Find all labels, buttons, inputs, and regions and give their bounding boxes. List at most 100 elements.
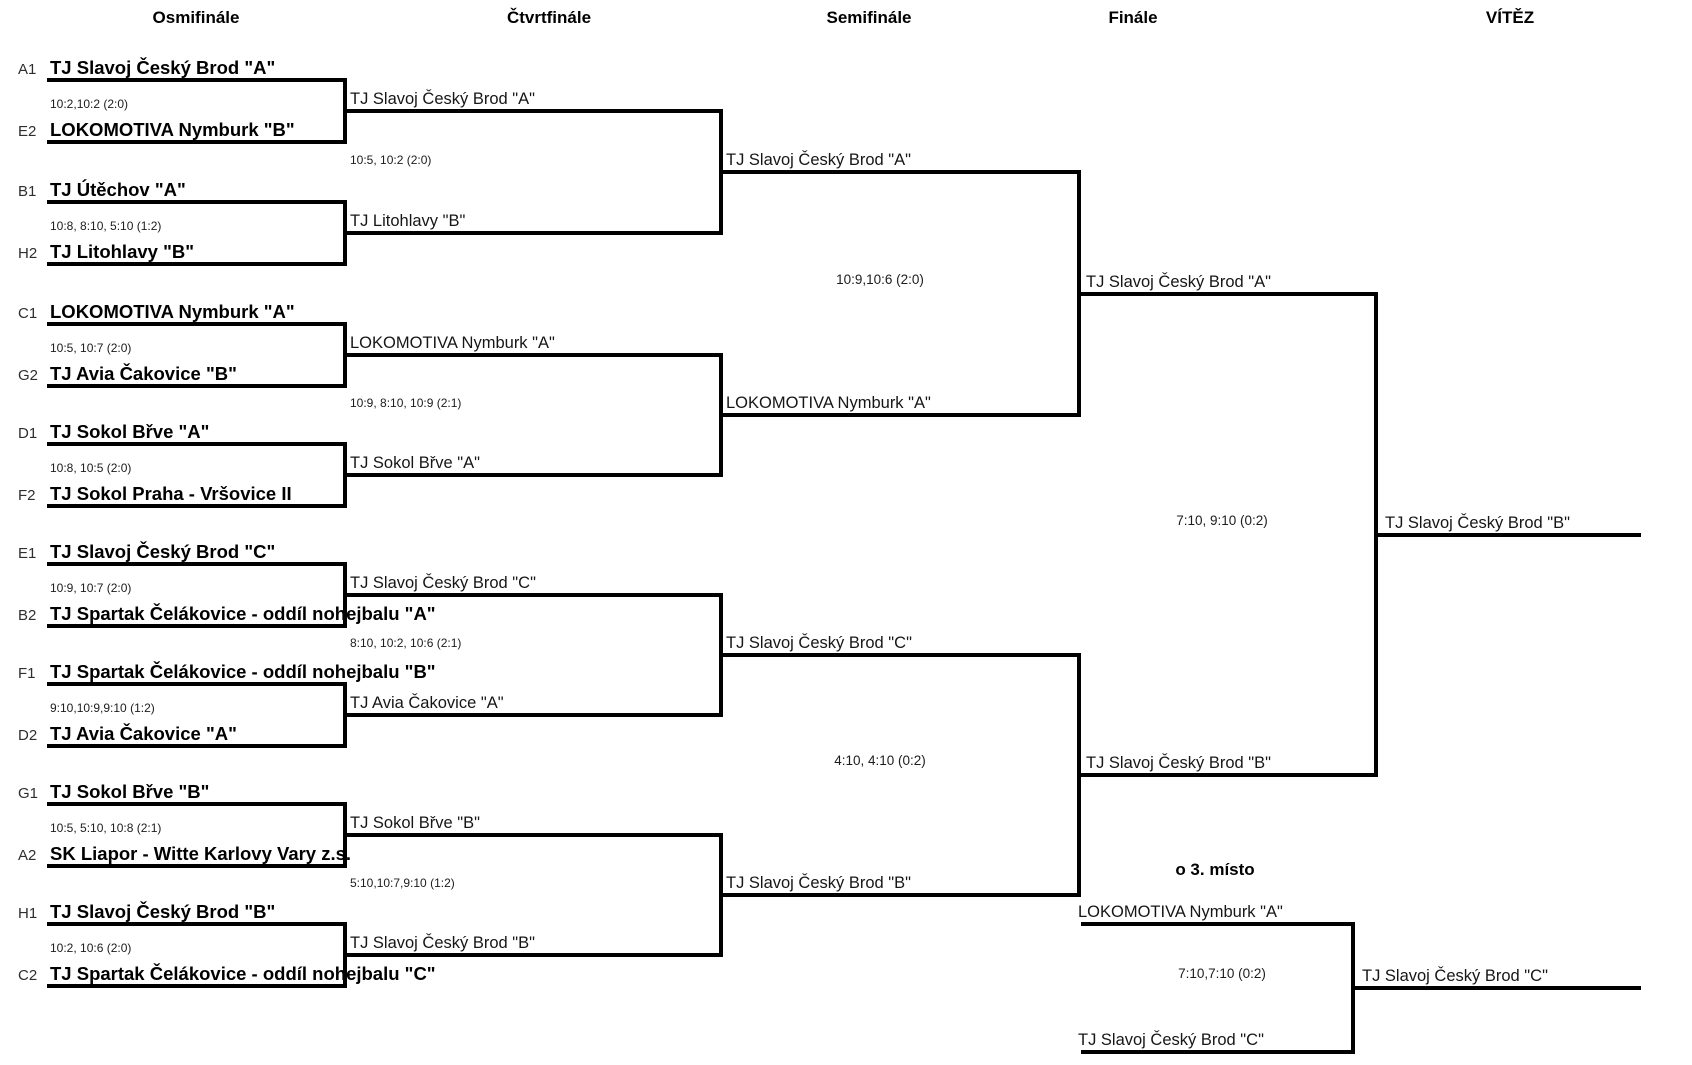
third-place-title: o 3. místo	[1175, 860, 1255, 879]
qf-match-2-team2: TJ Avia Čakovice "A"	[350, 694, 504, 713]
r16-match-0-connector-line	[343, 78, 347, 144]
r16-match-1-seed1: B1	[18, 182, 37, 200]
finale-team2: TJ Slavoj Český Brod "B"	[1086, 754, 1272, 773]
final-score: 7:10, 9:10 (0:2)	[1176, 513, 1268, 529]
r16-match-6-team2-line	[47, 864, 347, 868]
round-header-ctvrtfinale: Čtvrtfinále	[506, 8, 592, 27]
third-place-winner: TJ Slavoj Český Brod "C"	[1362, 967, 1548, 986]
r16-match-7-team1: TJ Slavoj Český Brod "B"	[50, 900, 276, 922]
round-header-osmifinale: Osmifinále	[152, 8, 240, 27]
r16-match-0-seed2: E2	[18, 122, 37, 140]
r16-match-1-connector-line	[343, 200, 347, 266]
r16-match-7-score: 10:2, 10:6 (2:0)	[50, 941, 132, 955]
third-place-team2-line	[1081, 1050, 1355, 1054]
sf-match-1-connector-line	[1077, 653, 1081, 897]
r16-match-3-team2: TJ Sokol Praha - Vršovice II	[50, 482, 292, 504]
r16-match-7-team2-line	[47, 984, 347, 988]
qf-match-2-connector-line	[719, 593, 723, 717]
r16-match-3-seed2: F2	[18, 486, 36, 504]
r16-match-4-connector-line	[343, 562, 347, 628]
r16-match-5-seed2: D2	[18, 726, 38, 744]
sf-match-0-team2: LOKOMOTIVA Nymburk "A"	[726, 394, 931, 413]
third-place-winner-line	[1355, 986, 1641, 990]
r16-match-7-team1-line	[47, 922, 347, 926]
r16-match-6-team2: SK Liapor - Witte Karlovy Vary z.s.	[50, 842, 352, 864]
r16-match-4-seed1: E1	[18, 544, 37, 562]
qf-match-2-score: 8:10, 10:2, 10:6 (2:1)	[350, 636, 462, 651]
r16-match-4-team2: TJ Spartak Čelákovice - oddíl nohejbalu …	[50, 602, 436, 624]
r16-match-2-team1: LOKOMOTIVA Nymburk "A"	[50, 300, 295, 322]
winner-line	[1378, 533, 1641, 537]
r16-match-1-seed2: H2	[18, 244, 38, 262]
r16-match-0-score: 10:2,10:2 (2:0)	[50, 97, 129, 111]
qf-match-3-team2: TJ Slavoj Český Brod "B"	[350, 934, 536, 953]
sf-match-0-team2-line	[723, 413, 1081, 417]
r16-match-1-team1: TJ Útěchov "A"	[50, 178, 186, 200]
qf-match-3-team1: TJ Sokol Břve "B"	[350, 814, 481, 833]
winner-label: TJ Slavoj Český Brod "B"	[1385, 514, 1571, 533]
final-team1: TJ Slavoj Český Brod "A"	[1086, 273, 1272, 292]
qf-match-1-team1-line	[347, 353, 723, 357]
qf-match-1-team1: LOKOMOTIVA Nymburk "A"	[350, 334, 555, 353]
qf-match-1-team2: TJ Sokol Břve "A"	[350, 454, 481, 473]
r16-match-7-team2: TJ Spartak Čelákovice - oddíl nohejbalu …	[50, 962, 436, 984]
qf-match-1-connector-line	[719, 353, 723, 477]
r16-match-1-score: 10:8, 8:10, 5:10 (1:2)	[50, 219, 162, 233]
round-header-finale: Finále	[1108, 8, 1158, 27]
qf-match-3-team2-line	[347, 953, 723, 957]
qf-match-0-team2: TJ Litohlavy "B"	[350, 212, 466, 231]
sf-match-1-team1-line	[723, 653, 1081, 657]
third-place-score: 7:10,7:10 (0:2)	[1178, 966, 1266, 982]
qf-match-2-team2-line	[347, 713, 723, 717]
third-place-team1-line	[1081, 922, 1355, 926]
r16-match-3-score: 10:8, 10:5 (2:0)	[50, 461, 132, 475]
r16-match-5-team2-line	[47, 744, 347, 748]
r16-match-5-seed1: F1	[18, 664, 36, 682]
sf-match-0-team1-line	[723, 170, 1081, 174]
r16-match-1-team2: TJ Litohlavy "B"	[50, 240, 194, 262]
sf-match-1-team2: TJ Slavoj Český Brod "B"	[726, 874, 912, 893]
qf-match-0-team2-line	[347, 231, 723, 235]
r16-match-5-team1-line	[47, 682, 347, 686]
sf-match-1-team2-line	[723, 893, 1081, 897]
qf-match-0-team1: TJ Slavoj Český Brod "A"	[350, 90, 536, 109]
qf-match-3-team1-line	[347, 833, 723, 837]
third-place-team1: LOKOMOTIVA Nymburk "A"	[1078, 903, 1283, 922]
r16-match-2-seed2: G2	[18, 366, 39, 384]
round-header-semifinale: Semifinále	[826, 8, 912, 27]
r16-match-0-team2: LOKOMOTIVA Nymburk "B"	[50, 118, 295, 140]
r16-match-6-connector-line	[343, 802, 347, 868]
r16-match-3-connector-line	[343, 442, 347, 508]
r16-match-2-score: 10:5, 10:7 (2:0)	[50, 341, 132, 355]
r16-match-7-seed2: C2	[18, 966, 38, 984]
sf-match-0-team1: TJ Slavoj Český Brod "A"	[726, 151, 912, 170]
r16-match-3-team2-line	[47, 504, 347, 508]
sf-match-0-connector-line	[1077, 170, 1081, 417]
qf-match-0-score: 10:5, 10:2 (2:0)	[350, 153, 432, 168]
r16-match-4-seed2: B2	[18, 606, 37, 624]
third-place-team2: TJ Slavoj Český Brod "C"	[1078, 1031, 1264, 1050]
r16-match-3-team1-line	[47, 442, 347, 446]
qf-match-1-team2-line	[347, 473, 723, 477]
r16-match-2-team2-line	[47, 384, 347, 388]
r16-match-6-team1-line	[47, 802, 347, 806]
sf-match-0-score: 10:9,10:6 (2:0)	[836, 271, 924, 287]
r16-match-0-team2-line	[47, 140, 347, 144]
r16-match-4-team1-line	[47, 562, 347, 566]
round-header-vitez: VÍTĚZ	[1485, 8, 1535, 27]
r16-match-4-score: 10:9, 10:7 (2:0)	[50, 581, 132, 595]
r16-match-0-team1-line	[47, 78, 347, 82]
r16-match-0-seed1: A1	[18, 60, 37, 78]
r16-match-1-team1-line	[47, 200, 347, 204]
sf-match-1-team1: TJ Slavoj Český Brod "C"	[726, 634, 912, 653]
sf-match-1-score: 4:10, 4:10 (0:2)	[834, 753, 926, 769]
r16-match-4-team1: TJ Slavoj Český Brod "C"	[50, 540, 276, 562]
r16-match-2-team2: TJ Avia Čakovice "B"	[50, 362, 237, 384]
qf-match-0-connector-line	[719, 109, 723, 235]
final-team1-line	[1081, 292, 1378, 296]
r16-match-5-connector-line	[343, 682, 347, 748]
r16-match-3-team1: TJ Sokol Břve "A"	[50, 420, 210, 442]
r16-match-7-seed1: H1	[18, 904, 38, 922]
r16-match-6-team1: TJ Sokol Břve "B"	[50, 780, 210, 802]
r16-match-2-team1-line	[47, 322, 347, 326]
